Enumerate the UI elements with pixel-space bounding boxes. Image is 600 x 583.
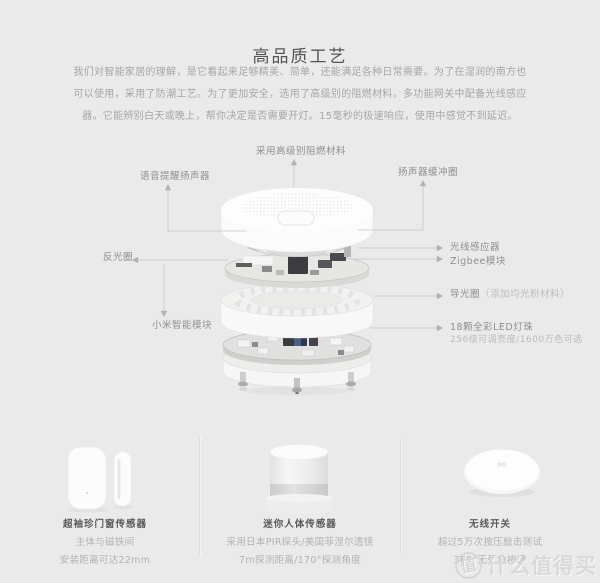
speaker-rings-part	[244, 230, 350, 257]
callout-reflector-ring: 反光圈	[103, 252, 134, 263]
main-pcb-part	[224, 241, 370, 288]
product-name: 超袖珍门窗传感器	[62, 519, 147, 530]
gateway-device-art	[220, 187, 374, 396]
callout-speaker-buffer: 扬声器缓冲圈	[398, 167, 459, 178]
product-spec: 安装距离可达22mm	[59, 555, 151, 566]
product-motion-sensor: 迷你人体传感器 采用日本PIR探头/美国菲涅尔透镜 7m探测距离/170°探测角…	[205, 516, 395, 566]
wireless-switch-icon: MI	[464, 449, 540, 497]
product-spec: 主体与磁铁间	[75, 537, 135, 548]
smzdm-watermark: 值 什么值得买	[452, 549, 597, 581]
smzdm-badge-icon: 值	[452, 549, 485, 581]
product-spec: 采用日本PIR探头/美国菲涅尔透镜	[226, 537, 374, 548]
product-name: 无线开关	[468, 519, 511, 530]
callout-flame-material: 采用高级别阻燃材料	[256, 146, 347, 157]
light-guide-ring-part	[220, 283, 374, 339]
mi-logo: MI	[498, 461, 507, 469]
callout-lines	[137, 163, 438, 329]
section-title: 高品质工艺	[252, 47, 348, 67]
callout-led-title: 18颗全彩LED灯珠	[450, 322, 534, 333]
light-guide-note: （添加均光粉材料）	[480, 289, 571, 300]
callout-mi-module: 小米智能模块	[152, 320, 213, 331]
callout-led-detail: 256级可调亮度/1600万色可选	[450, 335, 583, 345]
door-window-sensor-icon	[67, 446, 132, 513]
product-door-window-sensor: 超袖珍门窗传感器 主体与磁铁间 安装距离可达22mm	[10, 516, 200, 566]
callout-zigbee-module: Zigbee模块	[450, 256, 506, 267]
led-pcb-part	[222, 329, 372, 365]
callout-voice-speaker: 语音提醒扬声器	[140, 171, 211, 182]
callout-light-sensor: 光线感应器	[450, 242, 501, 253]
product-name: 迷你人体传感器	[263, 519, 337, 530]
product-spec: 7m探测距离/170°探测角度	[239, 555, 361, 566]
intro-paragraph: 我们对智能家居的理解，是它看起来足够精美、简单，还能满足各种日常需要。为了在湿润…	[70, 62, 530, 128]
callout-arrows	[132, 159, 443, 332]
product-spec: 超过5万次按压敲击测试	[437, 537, 543, 548]
intro-line: 可以使用，采用了防潮工艺。为了更加安全，选用了高级别的阻燃材料。多功能网关中配备…	[73, 89, 527, 100]
intro-line: 我们对智能家居的理解，是它看起来足够精美、简单，还能满足各种日常需要。为了在湿润…	[73, 67, 527, 78]
intro-line: 器。它能辨别白天或晚上，帮你决定是否需要开灯。15毫秒的极速响应，使用中感觉不到…	[82, 111, 518, 122]
callout-light-guide: 导光圈（添加均光粉材料）	[450, 290, 570, 300]
smzdm-watermark-text: 什么值得买	[487, 554, 597, 578]
base-part	[222, 342, 372, 393]
product-wireless-switch: 无线开关 超过5万次按压敲击测试 360°无死角按键	[395, 516, 585, 566]
motion-sensor-icon	[266, 444, 332, 513]
light-guide-label: 导光圈	[450, 289, 481, 300]
top-cap-part	[220, 187, 374, 253]
product-spec: 360°无死角按键	[453, 555, 527, 566]
